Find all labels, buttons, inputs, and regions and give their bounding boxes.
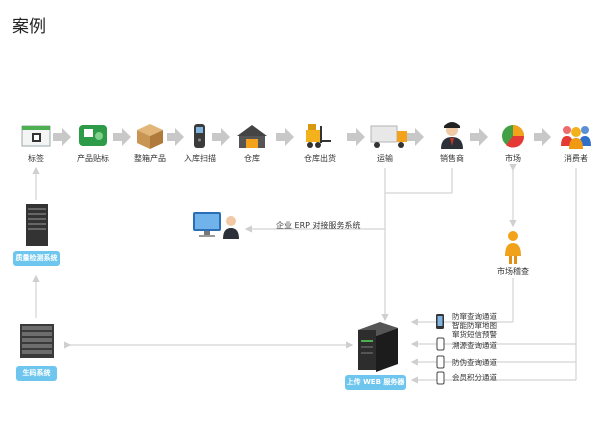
pie-chart-icon: [502, 125, 525, 148]
step-label-label: 标签: [28, 154, 44, 163]
phone-outline-icon: [436, 337, 445, 351]
channel-anti-fleeing-line1: 防窜查询通道: [452, 312, 497, 321]
channel-anti-fleeing-line3: 窜货短信预警: [452, 330, 497, 339]
step-label-consumer: 消费者: [564, 154, 588, 163]
flow-arrow: [276, 128, 294, 146]
web-server-badge: 上传 WEB 服务器: [345, 375, 406, 390]
flow-arrow: [53, 128, 71, 146]
step-label-market: 市场: [505, 154, 521, 163]
channel-points: 会员积分通道: [452, 373, 497, 382]
flow-arrow: [470, 128, 488, 146]
channel-anti-fake: 防伪查询通道: [452, 358, 497, 367]
flow-arrow: [167, 128, 184, 146]
truck-icon: [370, 125, 407, 148]
flow-arrow: [113, 128, 131, 146]
user-avatar-icon: [223, 216, 239, 239]
product-sticker-icon: [79, 125, 107, 146]
step-label-transport: 运输: [377, 154, 393, 163]
code-system-badge: 生码系统: [16, 366, 57, 381]
code-server-rack-icon: [20, 324, 54, 358]
flow-arrow: [212, 128, 230, 146]
inspector-person-icon: [505, 231, 521, 264]
phone-outline-icon: [436, 355, 445, 369]
web-server-icon: [358, 322, 398, 372]
step-label-boxed-product: 整箱产品: [134, 154, 166, 163]
channel-trace: 溯源查询通道: [452, 341, 497, 350]
flow-arrows: [53, 128, 551, 146]
label-icon: [21, 125, 51, 147]
page-heading: 案例: [12, 17, 46, 37]
flow-arrow: [347, 128, 365, 146]
step-label-warehouse: 仓库: [244, 154, 260, 163]
quality-system-badge: 质量检测系统: [13, 251, 60, 266]
quality-server-icon: [26, 204, 48, 246]
flow-arrow: [407, 128, 424, 146]
smartphone-icon: [436, 314, 444, 329]
businessman-icon: [441, 122, 463, 149]
channel-anti-fleeing-line2: 智能防窜地图: [452, 321, 497, 330]
market-check-label: 市场稽查: [497, 267, 529, 276]
computer-monitor-icon: [193, 212, 221, 237]
erp-label: 企业 ERP 对接服务系统: [276, 221, 361, 230]
step-label-inbound-scan: 入库扫描: [184, 154, 216, 163]
phone-outline-icon: [436, 371, 445, 385]
step-label-product-sticker: 产品贴标: [77, 154, 109, 163]
step-label-warehouse-out: 仓库出货: [304, 154, 336, 163]
people-group-icon: [561, 126, 591, 149]
handheld-scanner-icon: [194, 124, 205, 148]
step-label-dealer: 销售商: [440, 154, 464, 163]
warehouse-icon: [237, 125, 267, 148]
carton-box-icon: [137, 124, 163, 149]
forklift-icon: [306, 124, 331, 148]
flow-arrow: [534, 128, 551, 146]
